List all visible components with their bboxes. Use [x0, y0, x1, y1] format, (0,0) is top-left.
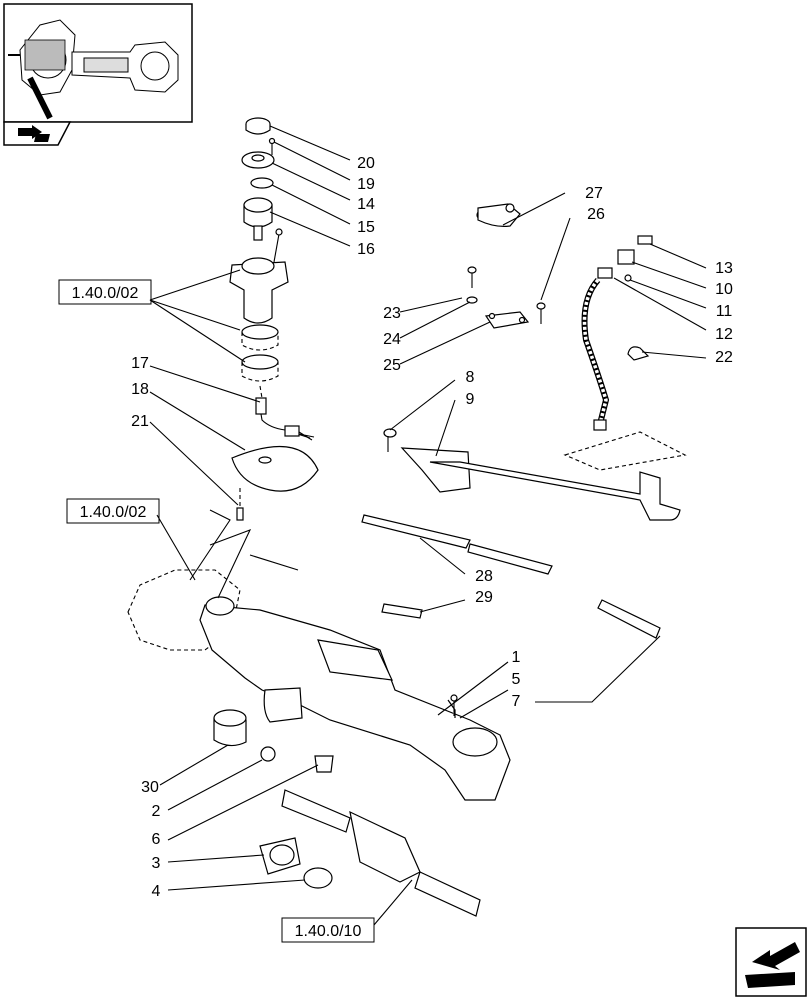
callout-number: 15: [357, 219, 375, 236]
callout-number: 28: [475, 568, 493, 585]
reference-box[interactable]: 1.40.0/02: [58, 279, 152, 305]
callout-number: 24: [383, 331, 401, 348]
kingpin-housing-part: [229, 257, 289, 324]
bolt-part: [467, 266, 477, 288]
plate-part: [231, 445, 319, 492]
axle-housing-part: [127, 569, 511, 801]
callout-number: 11: [716, 303, 733, 320]
book-arrow-back-icon[interactable]: [3, 121, 72, 146]
callout-number: 6: [152, 831, 161, 848]
bushing-part: [213, 709, 247, 747]
cap-part: [245, 117, 271, 135]
handle-part: [597, 599, 661, 639]
callout-number: 19: [357, 176, 375, 193]
bolt-part: [236, 488, 244, 521]
plug-part: [314, 755, 334, 773]
flange-part: [241, 151, 275, 169]
o-ring-part: [303, 867, 333, 889]
callout-number: 1: [512, 649, 521, 666]
book-arrow-forward-icon[interactable]: [735, 927, 807, 997]
fitting-part: [617, 235, 653, 282]
callout-number: 20: [357, 155, 375, 172]
screw-part: [536, 302, 546, 324]
callout-number: 26: [587, 206, 605, 223]
callout-number: 18: [131, 381, 149, 398]
callout-number: 4: [152, 883, 161, 900]
bracket-part: [484, 311, 530, 329]
callout-number: 23: [383, 305, 401, 322]
axle-assembly-thumbnail[interactable]: [3, 3, 193, 123]
bushing-part: [243, 197, 273, 241]
callout-number: 8: [466, 369, 475, 386]
screw-part: [268, 137, 276, 155]
callout-number: 5: [512, 671, 521, 688]
clamp-part: [476, 203, 521, 227]
callout-number: 21: [131, 413, 149, 430]
callout-number: 27: [585, 185, 603, 202]
leader-lines: [149, 125, 707, 926]
seal-part: [259, 837, 301, 875]
reference-label: 1.40.0/02: [80, 504, 147, 521]
drive-shaft-part: [281, 789, 481, 917]
sensor-part: [255, 385, 315, 441]
callout-number: 10: [715, 281, 733, 298]
callout-number: 17: [131, 355, 149, 372]
callout-number: 13: [715, 260, 733, 277]
callout-number: 12: [715, 326, 733, 343]
callout-number: 7: [512, 693, 521, 710]
reference-label: 1.40.0/10: [295, 923, 362, 940]
reference-box[interactable]: 1.40.0/02: [66, 498, 160, 524]
callout-number: 9: [466, 391, 475, 408]
plug-part: [260, 746, 276, 762]
washer-part: [466, 296, 478, 304]
callout-number: 29: [475, 589, 493, 606]
callout-number: 22: [715, 349, 733, 366]
bearing-part: [241, 354, 279, 382]
reference-label: 1.40.0/02: [72, 285, 139, 302]
callout-number: 3: [152, 855, 161, 872]
dashed-frame: [563, 431, 687, 471]
callout-number: 14: [357, 196, 375, 213]
clip-part: [627, 346, 650, 361]
callout-labels: 20 19 14 15 16 27 26 13 10 11 12 22 23 2…: [131, 155, 733, 900]
callout-number: 25: [383, 357, 401, 374]
track-rod-part: [361, 514, 553, 619]
bearing-part: [241, 324, 279, 351]
steering-rod-part: [383, 428, 681, 521]
hydraulic-hose-part: [581, 267, 613, 431]
callout-number: 30: [141, 779, 159, 796]
o-ring-part: [250, 177, 274, 189]
callout-number: 16: [357, 241, 375, 258]
callout-number: 2: [152, 803, 161, 820]
bolt-part: [273, 228, 283, 263]
reference-box[interactable]: 1.40.0/10: [281, 917, 375, 943]
